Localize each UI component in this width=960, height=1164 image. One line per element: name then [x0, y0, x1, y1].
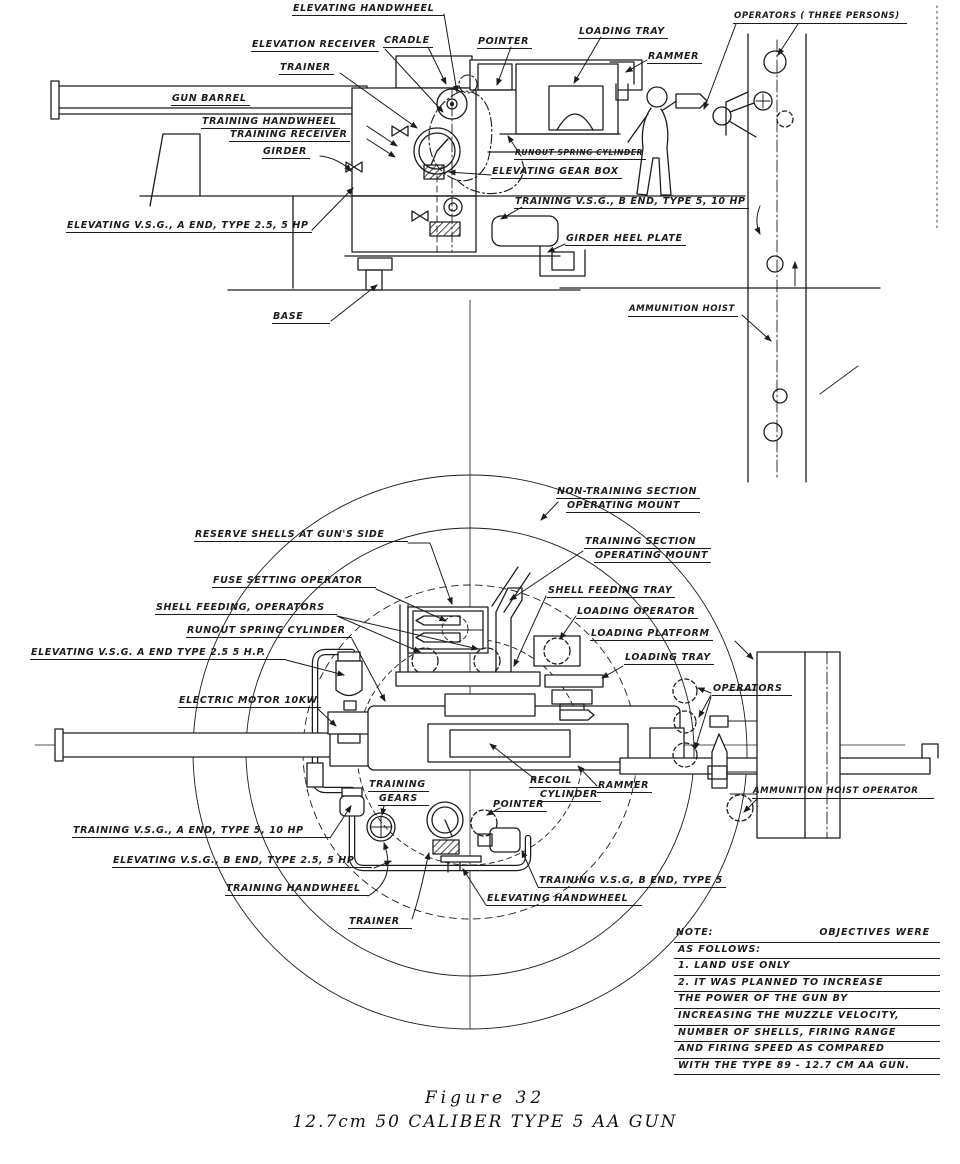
- label-elevating-vsg-a-end: ELEVATING V.S.G., A END, TYPE 2.5, 5 HP: [66, 220, 312, 233]
- note-heading-right: OBJECTIVES WERE: [819, 927, 930, 938]
- label-cradle: CRADLE: [383, 35, 433, 48]
- label-training-receiver: TRAINING RECEIVER: [229, 129, 351, 142]
- label-girder-heel-plate: GIRDER HEEL PLATE: [565, 233, 686, 246]
- note-line: THE POWER OF THE GUN BY: [674, 992, 940, 1009]
- note-heading-left: NOTE:: [676, 927, 714, 938]
- rammer-shape: [609, 61, 635, 101]
- plan-view-drawing: [34, 474, 939, 1030]
- label-operators-three-persons: OPERATORS ( THREE PERSONS): [733, 11, 907, 24]
- label-loading-platform: LOADING PLATFORM: [590, 628, 713, 641]
- label-ammunition-hoist-operator: AMMUNITION HOIST OPERATOR: [752, 786, 934, 799]
- label-gun-barrel: GUN BARREL: [171, 93, 250, 106]
- label-shell-feeding-tray: SHELL FEEDING TRAY: [547, 585, 676, 598]
- label-trainer: TRAINER: [279, 62, 334, 75]
- label-elevating-handwheel-plan: ELEVATING HANDWHEEL: [486, 893, 642, 906]
- note-line: 1. LAND USE ONLY: [674, 959, 940, 976]
- label-reserve-shells: RESERVE SHELLS AT GUN'S SIDE: [194, 529, 408, 542]
- label-loading-operator: LOADING OPERATOR: [576, 606, 699, 619]
- label-runout-spring-cylinder-plan: RUNOUT SPRING CYLINDER: [186, 625, 352, 638]
- loading-platform-shape: [395, 671, 541, 687]
- label-elevating-gear-box: ELEVATING GEAR BOX: [491, 166, 622, 179]
- label-training-vsg-a-end-plan: TRAINING V.S.G., A END, TYPE 5, 10 HP: [72, 825, 330, 838]
- leader-lines: [285, 13, 799, 920]
- label-elevation-receiver: ELEVATION RECEIVER: [251, 39, 380, 52]
- note-line: WITH THE TYPE 89 - 12.7 CM AA GUN.: [674, 1059, 940, 1076]
- label-rammer-plan: RAMMER: [597, 780, 652, 793]
- elevating-handwheel-shape: [489, 827, 521, 853]
- label-rammer: RAMMER: [647, 51, 702, 64]
- note-line: AS FOLLOWS:: [674, 943, 940, 960]
- label-training-handwheel-plan: TRAINING HANDWHEEL: [225, 883, 369, 896]
- label-training-handwheel: TRAINING HANDWHEEL: [201, 116, 340, 129]
- label-operators-plan: OPERATORS: [712, 683, 792, 696]
- note-block: NOTE: OBJECTIVES WERE AS FOLLOWS:1. LAND…: [674, 926, 940, 1076]
- note-line: INCREASING THE MUZZLE VELOCITY,: [674, 1009, 940, 1026]
- label-base: BASE: [272, 311, 330, 324]
- figure-title: 12.7cm 50 CALIBER TYPE 5 AA GUN: [292, 1112, 678, 1132]
- seated-operator-figure: [428, 74, 525, 195]
- note-heading: NOTE: OBJECTIVES WERE: [674, 926, 940, 943]
- hoist-platform-shape: [756, 651, 841, 839]
- label-training-vsg-b-end-type5: TRAINING V.S.G, B END, TYPE 5: [538, 875, 726, 888]
- label-runout-spring-cylinder: RUNOUT SPRING CYLINDER: [514, 147, 646, 160]
- figure-number: Figure 32: [424, 1088, 546, 1108]
- label-elevating-handwheel: ELEVATING HANDWHEEL: [292, 3, 444, 16]
- label-pointer-plan: POINTER: [492, 799, 548, 812]
- note-line: NUMBER OF SHELLS, FIRING RANGE: [674, 1026, 940, 1043]
- gun-barrel-plan-shape: [59, 732, 333, 758]
- label-pointer: POINTER: [477, 36, 533, 49]
- label-electric-motor: ELECTRIC MOTOR 10KW: [178, 695, 321, 708]
- label-training-vsg-b-end: TRAINING V.S.G., B END, TYPE 5, 10 HP: [514, 196, 749, 209]
- loading-tray-shape: [515, 63, 619, 135]
- label-elevating-vsg-b-end-plan: ELEVATING V.S.G., B END, TYPE 2.5, 5 HP: [112, 855, 372, 868]
- ammunition-hoist-shape: [712, 33, 859, 483]
- note-line: 2. IT WAS PLANNED TO INCREASE: [674, 976, 940, 993]
- label-ammunition-hoist: AMMUNITION HOIST: [628, 304, 738, 317]
- label-shell-feeding-operators: SHELL FEEDING, OPERATORS: [155, 602, 337, 615]
- label-loading-tray-plan: LOADING TRAY: [624, 652, 714, 665]
- label-elevating-vsg-a-end-plan: ELEVATING V.S.G. A END TYPE 2.5 5 H.P.: [30, 647, 286, 660]
- side-view-drawing: [50, 5, 938, 488]
- label-loading-tray: LOADING TRAY: [578, 26, 668, 39]
- label-girder: GIRDER: [262, 146, 310, 159]
- label-fuse-setting-operator: FUSE SETTING OPERATOR: [212, 575, 376, 588]
- note-line: AND FIRING SPEED AS COMPARED: [674, 1042, 940, 1059]
- label-trainer-plan: TRAINER: [348, 916, 412, 929]
